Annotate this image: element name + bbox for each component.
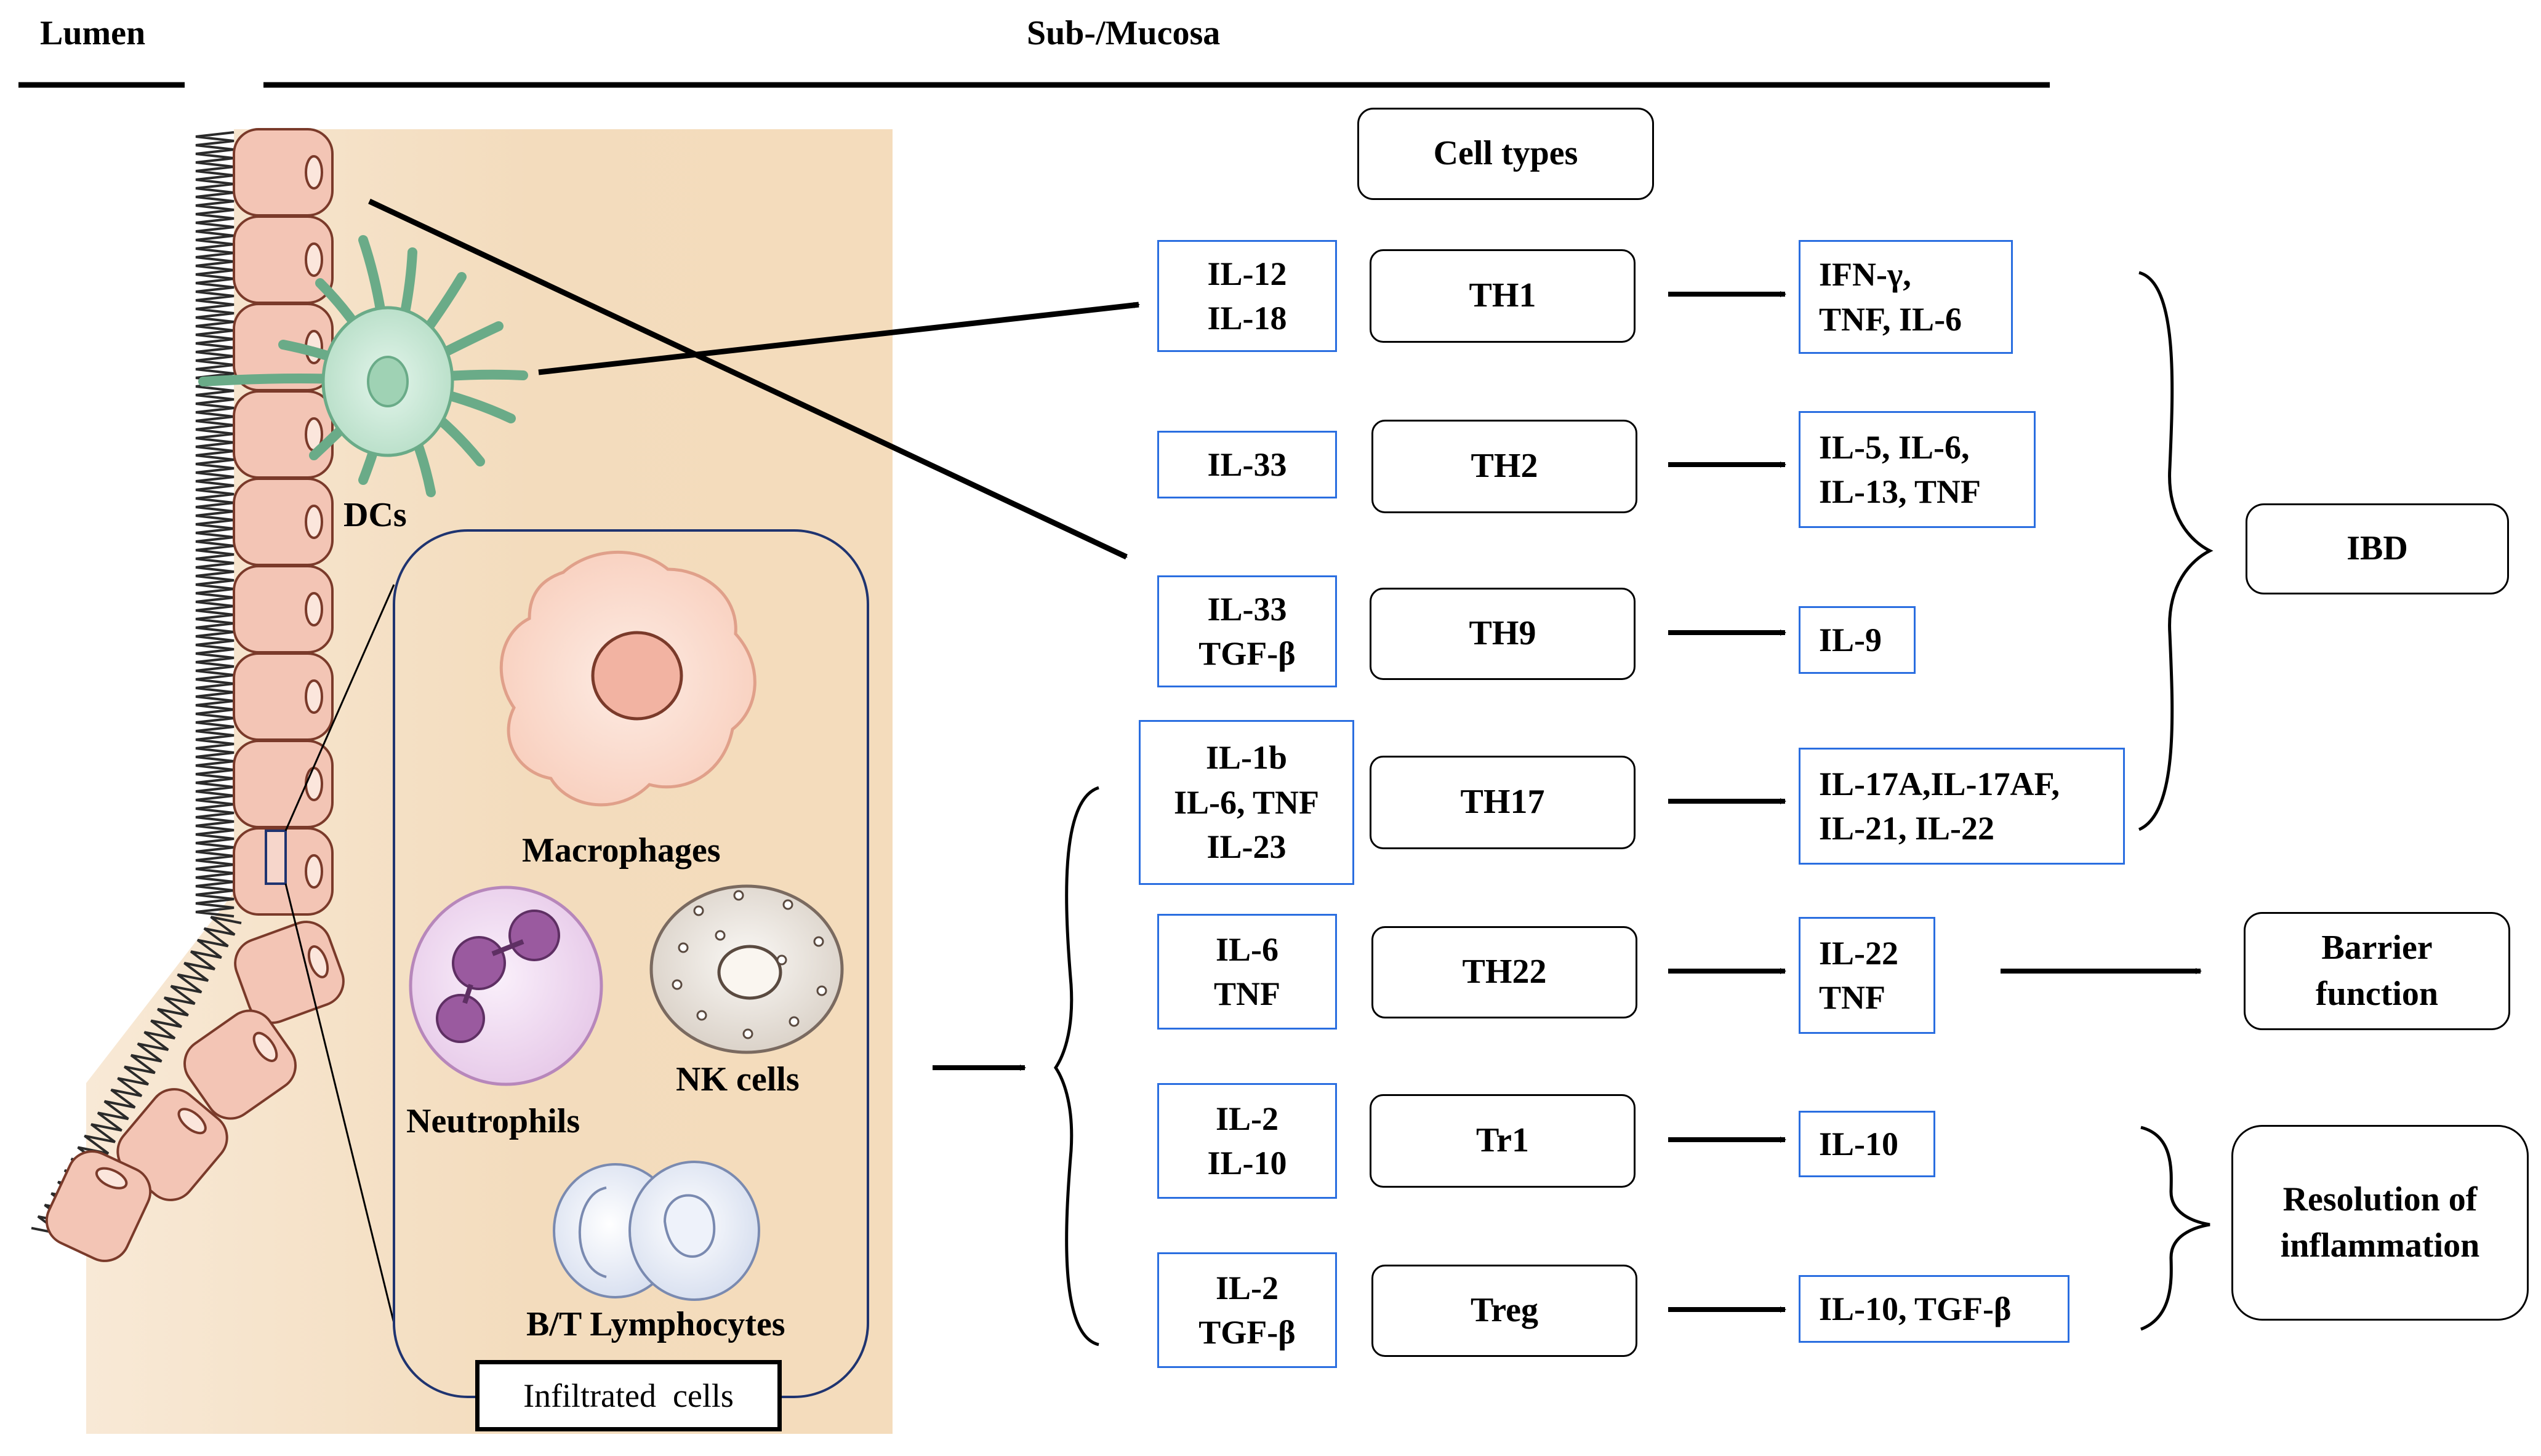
left-brace (1053, 786, 1099, 1346)
row-arrows (1668, 291, 2202, 1313)
epithelial-nucleus (305, 679, 323, 714)
epithelial-cell (234, 921, 345, 1024)
zoom-line-bottom (284, 883, 395, 1324)
arrow-dc-to-il12 (538, 302, 1140, 375)
epithelial-cell (233, 827, 334, 916)
epithelial-nucleus (305, 505, 323, 539)
lymphocyte-cells (553, 1161, 760, 1301)
epithelium-layer (45, 128, 345, 1262)
epithelial-nucleus (305, 592, 323, 626)
output-box-th9: IL-9 (1799, 606, 1916, 674)
resolution-brace (2140, 1126, 2210, 1331)
nk-granule (789, 1016, 800, 1027)
output-box-th17: IL-17A,IL-17AF,IL-21, IL-22 (1799, 748, 2125, 865)
cell-th9: TH9 (1370, 588, 1636, 680)
nk-granule (816, 985, 827, 996)
nk-cells-label: NK cells (676, 1060, 800, 1098)
nk-granule (742, 1028, 753, 1039)
cell-tr1: Tr1 (1370, 1094, 1636, 1188)
nk-granule (776, 954, 787, 966)
neutrophils-label: Neutrophils (406, 1102, 580, 1140)
microvilli-line (195, 131, 235, 918)
macrophages-label: Macrophages (522, 831, 721, 870)
cell-th2: TH2 (1371, 420, 1637, 513)
cell-treg: Treg (1371, 1265, 1637, 1357)
nk-granule (733, 890, 744, 901)
dcs-label: DCs (343, 496, 407, 534)
nk-granule (715, 930, 726, 941)
output-box-th2: IL-5, IL-6,IL-13, TNF (1799, 411, 2036, 528)
arrow-epithelium-to-il33 (368, 198, 1128, 560)
epithelial-nucleus (305, 155, 323, 190)
epithelial-nucleus (305, 854, 323, 889)
nk-granule (693, 905, 704, 916)
output-box-tr1: IL-10 (1799, 1111, 1935, 1177)
cell-th1: TH1 (1370, 249, 1636, 343)
nk-granule (678, 942, 689, 953)
epithelial-cell (183, 1009, 297, 1120)
lymphocytes-label: B/T Lymphocytes (526, 1305, 785, 1343)
infiltrated-cells-label: Infiltrated cells (475, 1360, 782, 1431)
nk-granule (813, 936, 824, 947)
ibd-brace (2138, 271, 2214, 831)
macrophage-cell (499, 550, 757, 807)
output-box-th1: IFN-γ,TNF, IL-6 (1799, 240, 2013, 354)
nk-granule (696, 1010, 707, 1021)
output-box-treg: IL-10, TGF-β (1799, 1275, 2069, 1343)
zoom-line-top (284, 584, 395, 831)
neutrophil-cell (409, 886, 603, 1086)
cell-th17: TH17 (1370, 756, 1636, 849)
epithelial-cell (45, 1150, 152, 1262)
cell-types-header: Cell types (1357, 108, 1654, 200)
cytokine-box-th2: IL-33 (1157, 431, 1337, 498)
nk-granule (782, 899, 793, 910)
cell-th22: TH22 (1371, 926, 1637, 1018)
mucosa-label: Sub-/Mucosa (1027, 14, 1221, 52)
nk-granule (672, 979, 683, 990)
epithelial-nucleus (305, 242, 323, 277)
zoom-marker (265, 830, 287, 885)
phenotype-ibd: IBD (2246, 503, 2509, 594)
lumen-label: Lumen (40, 14, 146, 52)
nk-cell (649, 884, 844, 1054)
dendritic-cell (198, 235, 528, 497)
epithelial-nucleus (305, 767, 323, 801)
